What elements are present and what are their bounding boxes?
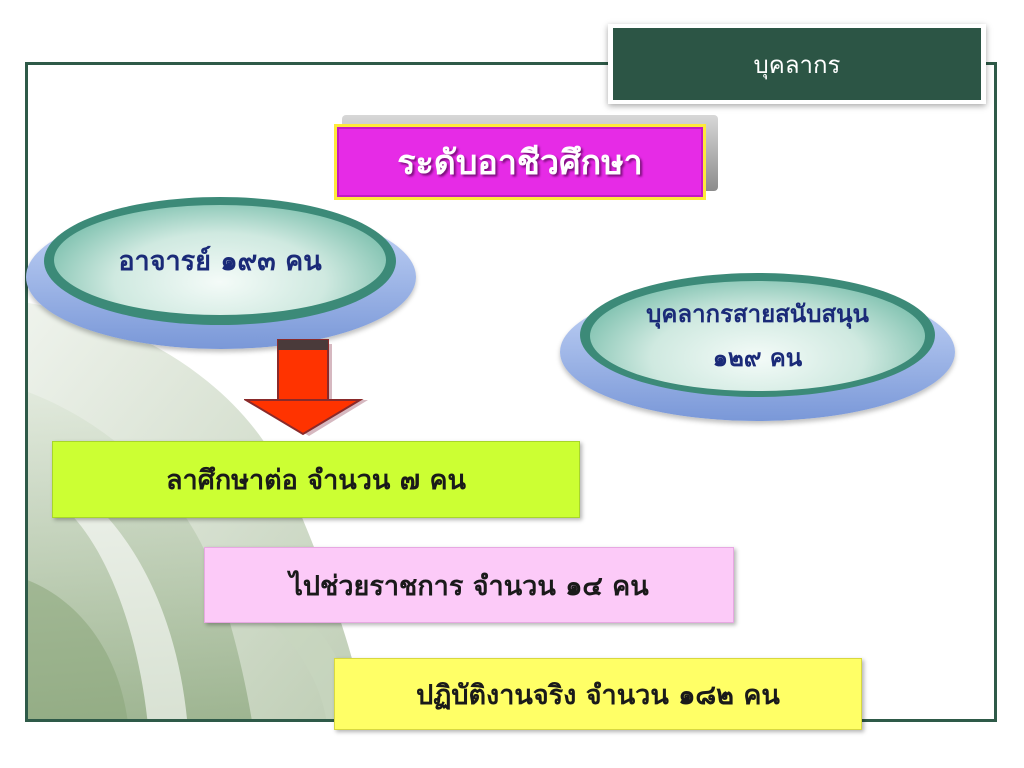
- assisting-service-box: ไปช่วยราชการ จำนวน ๑๔ คน: [204, 547, 734, 623]
- support-label-line2: ๑๒๙ คน: [712, 344, 803, 372]
- support-label-line1: บุคลากรสายสนับสนุน: [646, 300, 869, 328]
- active-duty-label: ปฏิบัติงานจริง จำนวน ๑๘๒ คน: [416, 679, 780, 711]
- study-leave-label: ลาศึกษาต่อ จำนวน ๗ คน: [166, 465, 466, 496]
- study-leave-box: ลาศึกษาต่อ จำนวน ๗ คน: [52, 441, 580, 518]
- ellipse-face: อาจารย์ ๑๙๓ คน: [54, 205, 386, 315]
- teachers-ellipse: อาจารย์ ๑๙๓ คน: [26, 197, 416, 349]
- ellipse-face: บุคลากรสายสนับสนุน ๑๒๙ คน: [590, 281, 925, 391]
- down-arrow-icon: [244, 339, 368, 436]
- page-title: ระดับอาชีวศึกษา: [334, 124, 706, 200]
- support-ellipse: บุคลากรสายสนับสนุน ๑๒๙ คน: [560, 273, 955, 421]
- active-duty-box: ปฏิบัติงานจริง จำนวน ๑๘๒ คน: [334, 658, 862, 730]
- assisting-service-label: ไปช่วยราชการ จำนวน ๑๔ คน: [289, 570, 649, 602]
- teachers-label: อาจารย์ ๑๙๓ คน: [118, 245, 322, 277]
- header-label: บุคลากร: [613, 28, 981, 100]
- header-tab: บุคลากร: [608, 24, 986, 104]
